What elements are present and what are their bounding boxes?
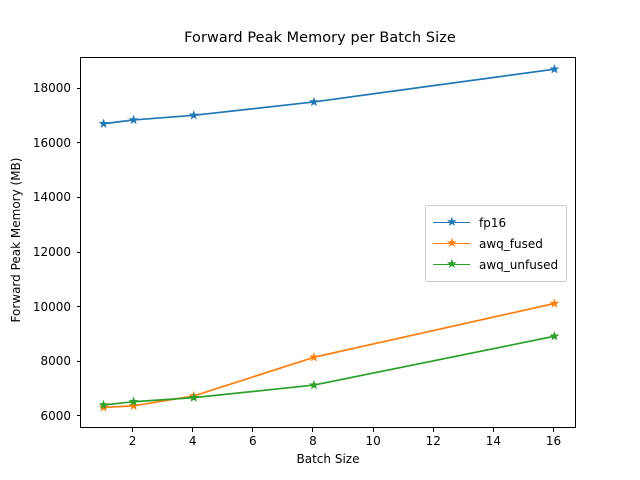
legend-star-icon: ★ (446, 235, 458, 251)
legend-star-icon: ★ (446, 256, 458, 272)
y-tick-mark (76, 251, 80, 253)
x-tick-mark (372, 428, 374, 432)
legend-star-icon: ★ (446, 214, 458, 230)
y-tick-mark (76, 87, 80, 89)
series-line (102, 335, 556, 406)
x-tick-label: 4 (188, 434, 197, 448)
x-tick-label: 6 (249, 434, 257, 448)
legend-item-awq_fused[interactable]: ★ awq_fused (433, 233, 558, 254)
data-point-marker (98, 399, 109, 410)
plot-svg (98, 63, 560, 412)
chart-title: Forward Peak Memory per Batch Size (184, 30, 456, 46)
legend-swatch: ★ (433, 214, 470, 230)
legend-label: fp16 (479, 215, 507, 230)
x-tick-mark (252, 428, 254, 432)
data-point-marker (549, 331, 560, 341)
y-tick-label: 6000 (40, 408, 71, 423)
legend-item-awq_unfused[interactable]: ★ awq_unfused (433, 254, 558, 275)
x-tick-label: 8 (309, 434, 317, 448)
x-tick-label: 14 (485, 434, 501, 448)
x-axis-label: Batch Size (296, 452, 360, 466)
series-line (102, 68, 556, 125)
data-point-marker (128, 114, 139, 125)
x-tick-mark (312, 428, 314, 432)
y-tick-label: 18000 (32, 81, 71, 96)
x-tick-label: 2 (128, 434, 137, 448)
series-awq_unfused (98, 331, 560, 410)
series-fp16 (98, 63, 560, 128)
y-tick-label: 10000 (32, 299, 71, 314)
series-line (102, 302, 556, 409)
data-point-marker (309, 379, 319, 390)
x-tick-label: 10 (365, 434, 381, 448)
data-point-marker (309, 96, 319, 107)
y-tick-mark (76, 196, 80, 198)
legend-label: awq_unfused (479, 257, 559, 272)
x-tick-mark (432, 428, 434, 432)
y-axis-label: Forward Peak Memory (MB) (9, 157, 23, 323)
y-tick-mark (76, 142, 80, 144)
legend-item-fp16[interactable]: ★ fp16 (433, 212, 558, 233)
x-tick-mark (492, 428, 494, 432)
x-tick-label: 16 (545, 434, 562, 448)
data-point-marker (188, 392, 199, 402)
y-tick-mark (76, 306, 80, 308)
y-tick-label: 16000 (32, 135, 71, 150)
y-tick-label: 14000 (32, 190, 71, 205)
data-point-marker (128, 400, 139, 411)
x-tick-mark (552, 428, 554, 432)
x-tick-label: 12 (425, 434, 441, 448)
x-tick-mark (132, 428, 134, 432)
x-tick-mark (192, 428, 194, 432)
legend-swatch: ★ (433, 256, 470, 272)
legend-line (433, 242, 470, 245)
legend-label: awq_fused (479, 236, 543, 251)
data-point-marker (549, 63, 560, 74)
legend-line (433, 263, 470, 266)
data-point-marker (309, 352, 319, 362)
y-tick-mark (76, 415, 80, 417)
y-tick-mark (76, 360, 80, 362)
series-awq_fused (98, 298, 560, 412)
y-axis-label-container: Forward Peak Memory (MB) (0, 0, 28, 480)
y-tick-label: 12000 (32, 245, 71, 260)
y-tick-label: 8000 (40, 354, 71, 369)
legend-line (433, 221, 470, 224)
data-point-marker (549, 298, 560, 308)
data-point-marker (98, 118, 109, 128)
data-point-marker (188, 110, 199, 120)
chart-legend: ★ fp16 ★ awq_fused ★ awq_unfused (425, 205, 568, 282)
data-point-marker (128, 396, 139, 406)
legend-swatch: ★ (433, 235, 470, 251)
